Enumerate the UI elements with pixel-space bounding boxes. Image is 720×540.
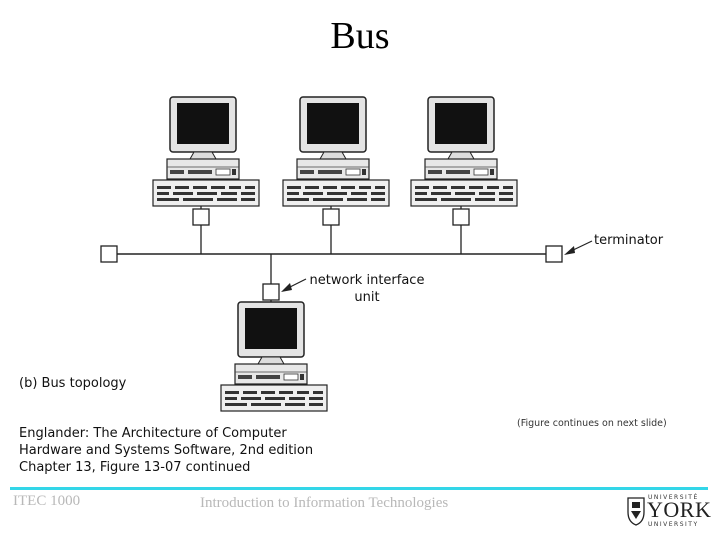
figure-caption: (b) Bus topology bbox=[19, 376, 127, 391]
niu-label: network interface unit bbox=[304, 272, 430, 306]
footer-course-title: Introduction to Information Technologies bbox=[200, 495, 449, 511]
footer-divider bbox=[10, 487, 708, 490]
credit-line1: Englander: The Architecture of Computer bbox=[19, 426, 287, 441]
terminator-right bbox=[545, 245, 563, 263]
terminator-label: terminator bbox=[594, 233, 664, 248]
crest-icon bbox=[627, 497, 645, 526]
niu-arrow bbox=[281, 278, 307, 292]
york-university-logo: UNIVERSITÉ YORK UNIVERSITY bbox=[624, 492, 712, 532]
niu-box-bottom bbox=[262, 283, 280, 301]
niu-label-line1: network interface bbox=[309, 273, 425, 288]
credit-line3: Chapter 13, Figure 13-07 continued bbox=[19, 460, 251, 475]
niu-box bbox=[322, 208, 340, 226]
footer-course: ITEC 1000 bbox=[13, 493, 81, 509]
credit-line2: Hardware and Systems Software, 2nd editi… bbox=[19, 443, 314, 458]
computer-top-middle bbox=[282, 96, 390, 207]
terminator-left bbox=[100, 245, 118, 263]
computer-top-left bbox=[152, 96, 260, 207]
logo-main-text: YORK bbox=[647, 497, 712, 522]
computer-top-right bbox=[410, 96, 518, 207]
slide-title: Bus bbox=[330, 15, 390, 57]
niu-box bbox=[452, 208, 470, 226]
terminator-arrow bbox=[564, 240, 593, 255]
logo-top-text: UNIVERSITÉ bbox=[648, 494, 699, 501]
niu-label-line2: unit bbox=[354, 290, 380, 305]
niu-box bbox=[192, 208, 210, 226]
continuation-note: (Figure continues on next slide) bbox=[517, 418, 667, 429]
logo-bottom-text: UNIVERSITY bbox=[648, 521, 699, 528]
computer-bottom bbox=[220, 301, 328, 412]
figure-credit: Englander: The Architecture of Computer … bbox=[19, 425, 313, 476]
